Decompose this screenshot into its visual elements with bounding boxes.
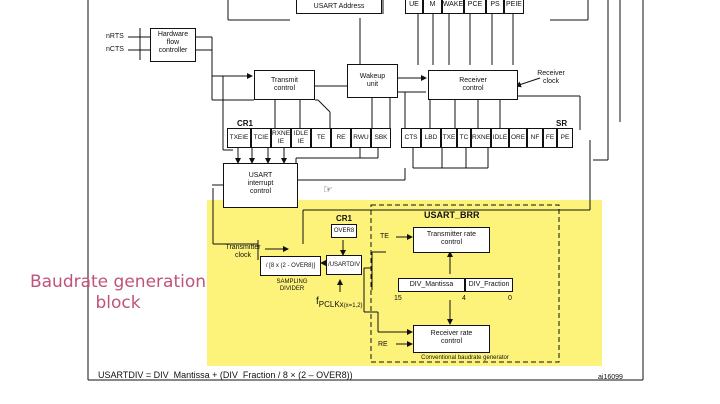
transmitter-rate-control [413, 227, 490, 253]
usart-interrupt-control [223, 163, 298, 208]
sr-cell: ORE [509, 128, 527, 148]
transmit-control-label: Transmit control [271, 77, 298, 92]
cr1-cell: RXNE IE [271, 128, 291, 148]
m-bit: M [423, 0, 442, 14]
bit-15-label: 15 [394, 295, 402, 302]
nrts-label: nRTS [106, 33, 124, 40]
usartdiv-label: /USARTDIV [328, 262, 360, 268]
receiver-rate-control [413, 325, 490, 353]
transmit-control [254, 70, 315, 100]
usartdiv-box [326, 255, 362, 275]
bit-4-label: 4 [462, 295, 466, 302]
wake-bit: WAKE [442, 0, 464, 14]
sr-cell: LBD [421, 128, 441, 148]
sr-cell: FE [543, 128, 557, 148]
cr1-cell: RE [331, 128, 351, 148]
cr1-cell: IDLE IE [291, 128, 311, 148]
hardware-flow-controller [150, 28, 196, 62]
sr-cell: NF [527, 128, 543, 148]
sr-cell: PE [557, 128, 573, 148]
div-8-box [260, 256, 321, 276]
div-fraction-box [465, 278, 513, 292]
wakeup-unit-label: Wakeup unit [359, 73, 386, 88]
bit-0-label: 0 [508, 295, 512, 302]
hardware-flow-controller-label: Hardware flow controller [157, 31, 189, 54]
conventional-generator-label: Conventional baudrate generator [421, 355, 509, 361]
fpclk-label: fPCLKx(x=1,2) [316, 296, 363, 312]
cr1-cell: TE [311, 128, 331, 148]
sampling-divider-label: SAMPLING DIVIDER [276, 279, 308, 292]
peie-bit: PEIE [504, 0, 524, 14]
cr1-cell: TXEIE [227, 128, 251, 148]
sr-cell: CTS [401, 128, 421, 148]
ps-bit: PS [486, 0, 504, 14]
mouse-cursor-icon: ☞ [323, 184, 333, 196]
cr1-small-label: CR1 [336, 214, 353, 223]
re-label: RE [378, 341, 388, 348]
pce-bit: PCE [464, 0, 486, 14]
figure-id: ai16099 [598, 374, 623, 381]
fpclk-sub: PCLKx [318, 300, 344, 309]
cr1-cell: SBK [371, 128, 391, 148]
sr-label: SR [556, 119, 568, 128]
sr-cell: TXE [441, 128, 457, 148]
div-mantissa-label: DIV_Mantissa [409, 281, 454, 288]
usart-address-box [296, 0, 382, 14]
baudrate-annotation: Baudrate generation block [29, 272, 207, 313]
receiver-control [428, 70, 518, 100]
receiver-control-label: Receiver control [459, 77, 487, 92]
sr-cell: RXNE [471, 128, 491, 148]
div-8-label: / [8 x (2 - OVER8)] [265, 263, 316, 269]
div-fraction-label: DIV_Fraction [468, 281, 510, 288]
ue-bit: UE [405, 0, 423, 14]
receiver-clock-label: Receiver clock [537, 70, 565, 85]
over8-box [331, 224, 357, 238]
transmitter-clock-label: Transmitter clock [225, 244, 261, 259]
cr1-cell: RWU [351, 128, 371, 148]
ncts-label: nCTS [106, 46, 124, 53]
fpclk-suffix: (x=1,2) [343, 303, 363, 309]
over8-label: OVER8 [333, 228, 355, 234]
fpclk-main: f [316, 296, 319, 307]
sr-cell: TC [457, 128, 471, 148]
sr-cell: IDLE [491, 128, 509, 148]
usart-interrupt-control-label: USART interrupt control [247, 172, 274, 195]
usart-address-label: USART Address [313, 3, 365, 10]
cr1-label: CR1 [237, 119, 254, 128]
cr1-cell: TCIE [251, 128, 271, 148]
usartdiv-formula: USARTDIV = DIV_Mantissa + (DIV_Fraction … [98, 370, 353, 380]
wakeup-unit [347, 64, 398, 98]
receiver-rate-control-label: Receiver rate control [430, 330, 473, 345]
div-mantissa-box [398, 278, 465, 292]
te-label: TE [380, 233, 389, 240]
transmitter-rate-control-label: Transmitter rate control [426, 231, 477, 246]
usart-brr-label: USART_BRR [424, 210, 480, 220]
